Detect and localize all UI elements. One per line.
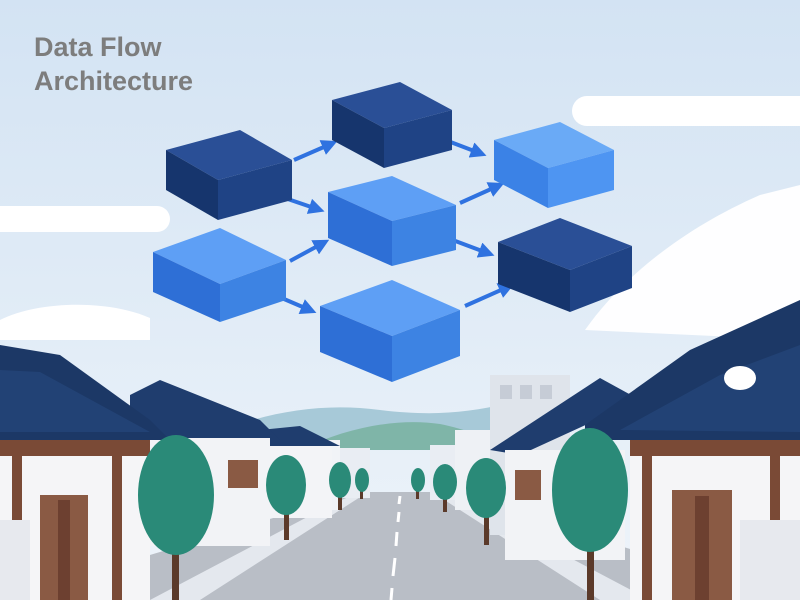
- title-line-1: Data Flow: [34, 32, 162, 62]
- page-title: Data Flow Architecture: [34, 30, 193, 98]
- tree: [466, 458, 506, 545]
- node-7: [320, 280, 460, 382]
- tree: [552, 428, 628, 600]
- tree: [138, 435, 214, 600]
- node-5: [153, 228, 286, 322]
- arrow-node-5-to-node-4: [289, 239, 330, 263]
- tree: [266, 455, 306, 540]
- tree: [433, 464, 457, 512]
- arrow-node-7-to-node-6: [464, 283, 515, 308]
- node-4: [328, 176, 456, 266]
- tree: [411, 468, 425, 499]
- tree: [329, 462, 351, 510]
- arrow-node-1-to-node-2: [293, 140, 338, 162]
- node-2: [332, 82, 452, 168]
- clouds: [0, 96, 800, 340]
- flow-diagram: [153, 82, 632, 382]
- street-trees: [138, 428, 628, 600]
- node-6: [498, 218, 632, 312]
- node-1: [166, 130, 292, 220]
- lane-markings: [389, 495, 402, 600]
- tree: [355, 468, 369, 499]
- arrow-node-4-to-node-3: [459, 182, 505, 205]
- title-line-2: Architecture: [34, 66, 194, 96]
- node-3: [494, 122, 614, 208]
